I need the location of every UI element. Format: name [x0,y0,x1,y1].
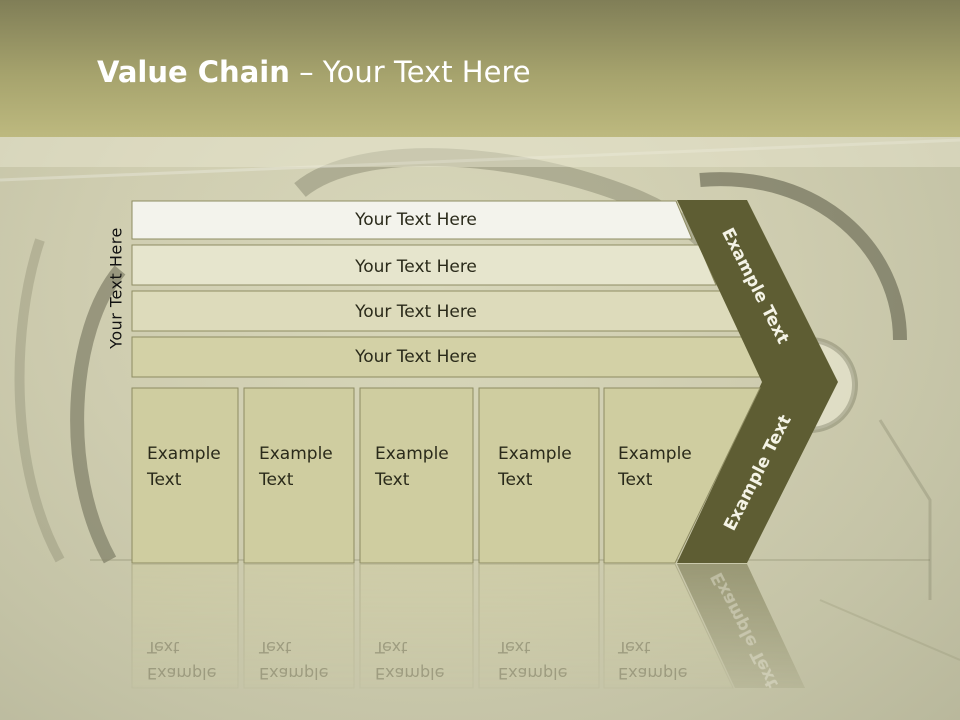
reflection-box-5-line1: Example [618,664,687,683]
support-bar-2-label: Your Text Here [354,257,477,277]
support-bar-4-label: Your Text Here [354,347,477,367]
activity-box-2-line1: Example [259,444,333,464]
support-bar-3: Your Text Here [131,290,740,332]
reflection-box-2-line1: Example [259,664,328,683]
activity-box-3: Example Text [359,387,474,564]
support-bar-2: Your Text Here [131,244,717,286]
activity-box-1-line1: Example [147,444,221,464]
support-bar-1-label: Your Text Here [354,210,477,230]
activity-box-3-line1: Example [375,444,449,464]
title-rest: – Your Text Here [289,55,531,89]
activity-box-4-line1: Example [498,444,572,464]
diagram-reflection [131,563,805,689]
reflection-box-3-line1: Example [375,664,444,683]
activity-box-2: Example Text [243,387,355,564]
activity-box-5: Example Text [603,387,761,564]
header-stripe [0,137,960,167]
activity-box-2-line2: Text [258,470,294,490]
reflection-box-4-line1: Example [498,664,567,683]
reflection-box-3-line2: Text [374,638,407,657]
slide-title: Value Chain – Your Text Here [97,55,531,89]
reflection-box-5-line2: Text [617,638,650,657]
reflection-box-1-line1: Example [147,664,216,683]
support-bar-1: Your Text Here [131,200,693,240]
support-bar-4: Your Text Here [131,336,764,378]
reflection-box-1-line2: Text [146,638,179,657]
side-label: Your Text Here [106,227,126,349]
activity-box-5-line2: Text [617,470,653,490]
reflection-box-4-line2: Text [497,638,530,657]
support-bar-3-label: Your Text Here [354,302,477,322]
header-band [0,0,960,137]
activity-box-4-line2: Text [497,470,533,490]
activity-box-4: Example Text [478,387,600,564]
activity-box-1-line2: Text [146,470,182,490]
activity-box-5-line1: Example [618,444,692,464]
activity-box-1: Example Text [131,387,239,564]
activity-box-3-line2: Text [374,470,410,490]
title-bold: Value Chain [97,55,290,89]
reflection-box-2-line2: Text [258,638,291,657]
